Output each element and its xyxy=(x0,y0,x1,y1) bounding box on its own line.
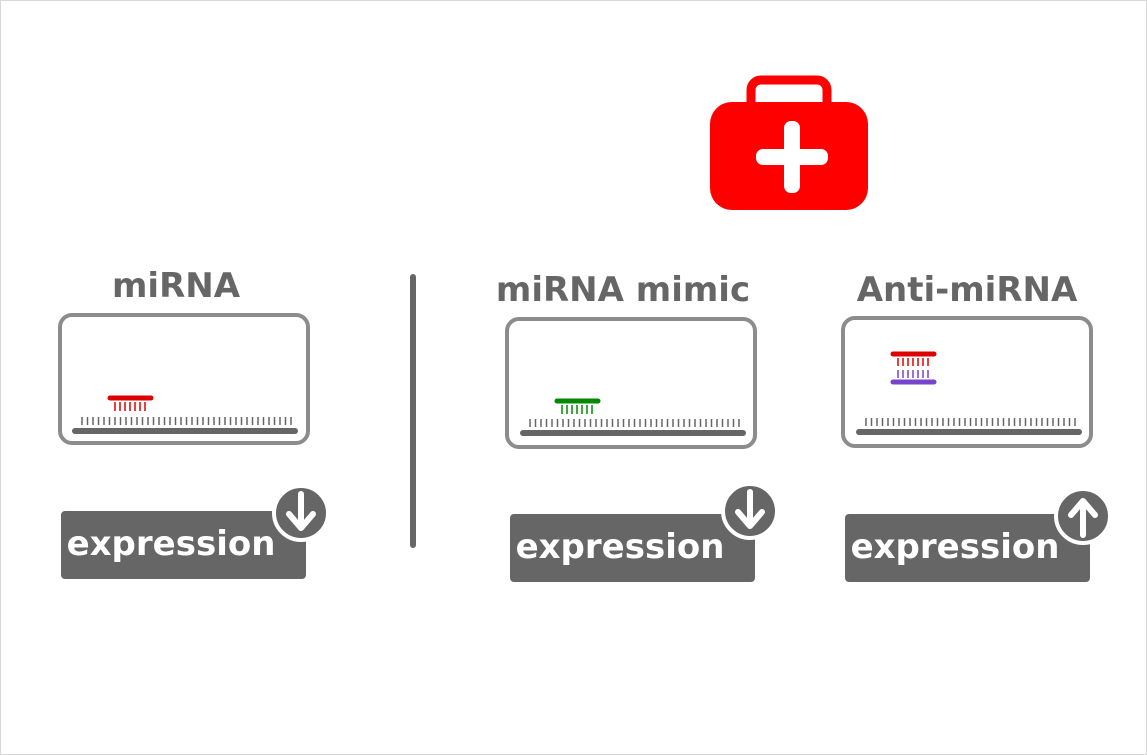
expression-label: expression xyxy=(850,527,1060,567)
expression-label: expression xyxy=(66,524,276,564)
panel-box-mimic xyxy=(505,317,757,449)
expression-label: expression xyxy=(515,527,725,567)
panel-box-anti xyxy=(841,316,1093,448)
mrna-bases-mirna xyxy=(81,417,292,425)
mrna-bases-anti xyxy=(865,418,1076,426)
first-aid-kit-icon xyxy=(710,75,868,210)
expression-badge-anti: expression xyxy=(845,514,1090,582)
mimic-strand-bound xyxy=(554,398,601,414)
panel-title-anti: Anti-miRNA xyxy=(856,270,1078,310)
panel-title-mirna: miRNA xyxy=(111,266,241,306)
anti-mirna-duplex xyxy=(890,351,937,385)
mrna-bases-mimic xyxy=(529,419,740,427)
expression-badge-mirna: expression xyxy=(61,511,306,579)
panel-box-mirna xyxy=(58,313,310,445)
panel-title-mimic: miRNA mimic xyxy=(495,270,751,310)
expression-badge-mimic: expression xyxy=(510,514,755,582)
mirna-strand-bound xyxy=(107,395,154,411)
